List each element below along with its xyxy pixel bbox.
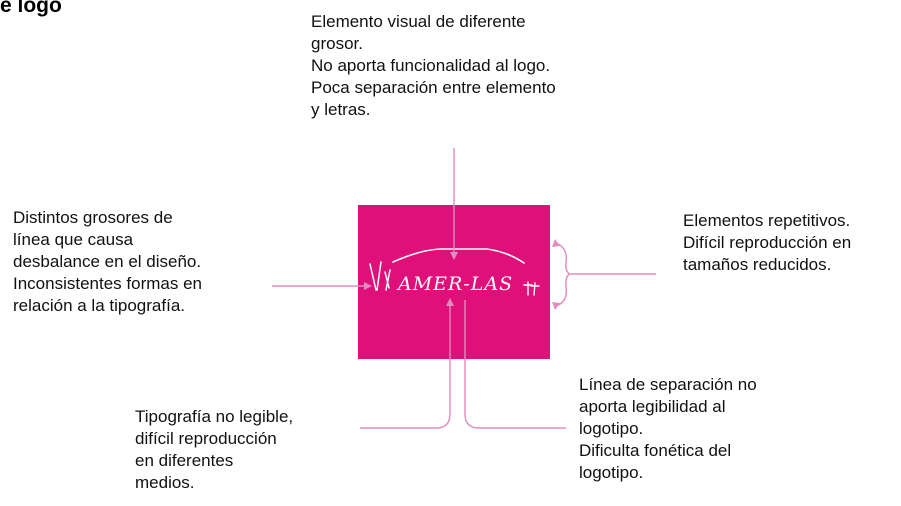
annotation-line: Inconsistentes formas en xyxy=(13,274,202,293)
connector-bottom-right xyxy=(464,300,566,429)
annotation-line: Difícil reproducción en xyxy=(683,233,852,252)
annotation-line: en diferentes xyxy=(135,451,234,470)
annotation-line: desbalance en el diseño. xyxy=(13,252,202,271)
annotation-top: Elemento visual de diferente grosor. No … xyxy=(311,11,556,121)
annotation-bottom-left: Tipografía no legible, difícil reproducc… xyxy=(135,406,293,494)
logo-figure-right xyxy=(523,281,540,296)
annotation-line: logotipo. xyxy=(579,463,644,482)
annotation-line: aporta legibilidad al xyxy=(579,397,726,416)
annotation-line: Tipografía no legible, xyxy=(135,407,294,426)
annotation-line: Dificulta fonética del xyxy=(579,441,732,460)
annotation-left: Distintos grosores de línea que causa de… xyxy=(13,207,202,317)
logo-wordmark: AMER-LAS xyxy=(396,273,513,295)
arrowhead-bottom-left xyxy=(446,298,454,306)
annotation-line: difícil reproducción xyxy=(135,429,277,448)
connectors xyxy=(272,148,656,429)
logo-arch-line xyxy=(392,248,525,264)
annotation-line: logotipo. xyxy=(579,419,644,438)
arrowhead-top xyxy=(450,252,458,260)
connector-bottom-left xyxy=(360,304,451,429)
arrowhead-left xyxy=(364,282,372,290)
arrowhead-right-bottom xyxy=(552,302,560,310)
logo-figure-left xyxy=(369,261,391,291)
annotation-line: Poca separación entre elemento xyxy=(311,78,556,97)
annotation-line: Línea de separación no xyxy=(579,375,757,394)
arrowhead-right-top xyxy=(552,239,560,247)
annotation-right: Elementos repetitivos. Difícil reproducc… xyxy=(683,210,851,276)
annotation-line: Elemento visual de diferente xyxy=(311,12,526,31)
page-title: e logo xyxy=(0,0,62,17)
annotation-line: Distintos grosores de xyxy=(13,208,173,227)
annotation-line: Elementos repetitivos. xyxy=(683,211,851,230)
annotation-line: medios. xyxy=(135,473,195,492)
annotation-line: relación a la tipografía. xyxy=(13,296,185,315)
annotation-line: grosor. xyxy=(311,34,363,53)
annotation-line: línea que causa xyxy=(13,230,134,249)
annotation-line: tamaños reducidos. xyxy=(683,255,832,274)
annotation-bottom-right: Línea de separación no aporta legibilida… xyxy=(579,374,757,484)
bracket-right xyxy=(555,242,572,307)
logo-artwork xyxy=(369,248,540,296)
annotation-line: No aporta funcionalidad al logo. xyxy=(311,56,551,75)
annotation-line: y letras. xyxy=(311,100,371,119)
